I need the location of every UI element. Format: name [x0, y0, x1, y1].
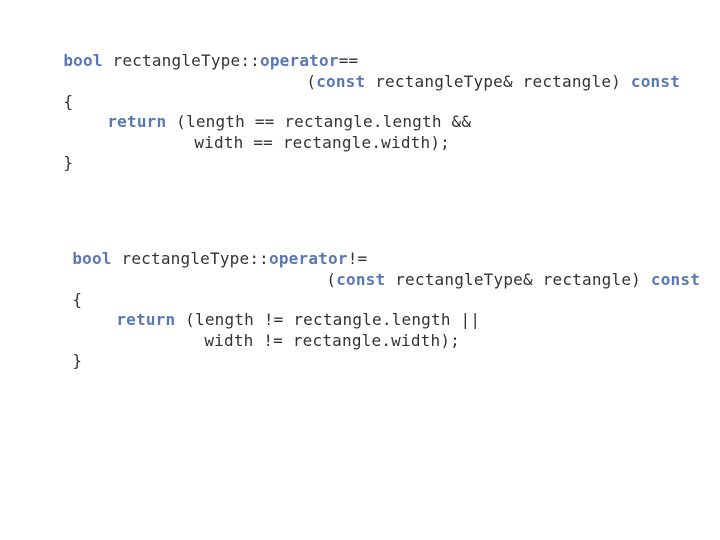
- open-brace: {: [72, 290, 83, 309]
- keyword-token: const: [316, 72, 366, 91]
- close-brace: }: [72, 351, 83, 370]
- code-token: !=: [347, 249, 368, 268]
- keyword-token: return: [116, 310, 176, 329]
- keyword-token: const: [630, 72, 681, 91]
- code-line: {: [24, 72, 73, 132]
- code-line: }: [24, 133, 73, 193]
- code-token: rectangleType& rectangle): [385, 270, 651, 289]
- code-token: rectangleType& rectangle): [365, 72, 631, 91]
- keyword-token: const: [650, 270, 701, 289]
- code-token: width != rectangle.width);: [204, 331, 460, 350]
- code-token: (: [326, 270, 337, 289]
- code-line: return (length == rectangle.length &&: [68, 92, 471, 152]
- code-line: (const rectangleType& rectangle) const: [267, 52, 680, 112]
- close-brace: }: [63, 153, 74, 172]
- code-token: rectangleType::: [111, 249, 270, 268]
- code-line: }: [33, 331, 82, 391]
- code-token: ==: [338, 51, 359, 70]
- code-line: width != rectangle.width);: [165, 311, 460, 371]
- keyword-token: operator: [269, 249, 348, 268]
- code-line: {: [33, 270, 82, 330]
- code-line: (const rectangleType& rectangle) const: [287, 250, 700, 310]
- code-token: (length == rectangle.length &&: [166, 112, 472, 131]
- code-line: return (length != rectangle.length ||: [77, 290, 480, 350]
- code-line: width == rectangle.width);: [155, 113, 450, 173]
- open-brace: {: [63, 92, 74, 111]
- keyword-token: return: [107, 112, 167, 131]
- keyword-token: operator: [260, 51, 339, 70]
- code-token: rectangleType::: [102, 51, 261, 70]
- keyword-token: const: [336, 270, 386, 289]
- keyword-token: bool: [72, 249, 112, 268]
- keyword-token: bool: [63, 51, 103, 70]
- code-line: bool rectangleType::operator!=: [33, 229, 367, 289]
- code-token: (length != rectangle.length ||: [175, 310, 481, 329]
- code-token: width == rectangle.width);: [194, 133, 450, 152]
- code-token: (: [306, 72, 317, 91]
- code-line: bool rectangleType::operator==: [24, 31, 358, 91]
